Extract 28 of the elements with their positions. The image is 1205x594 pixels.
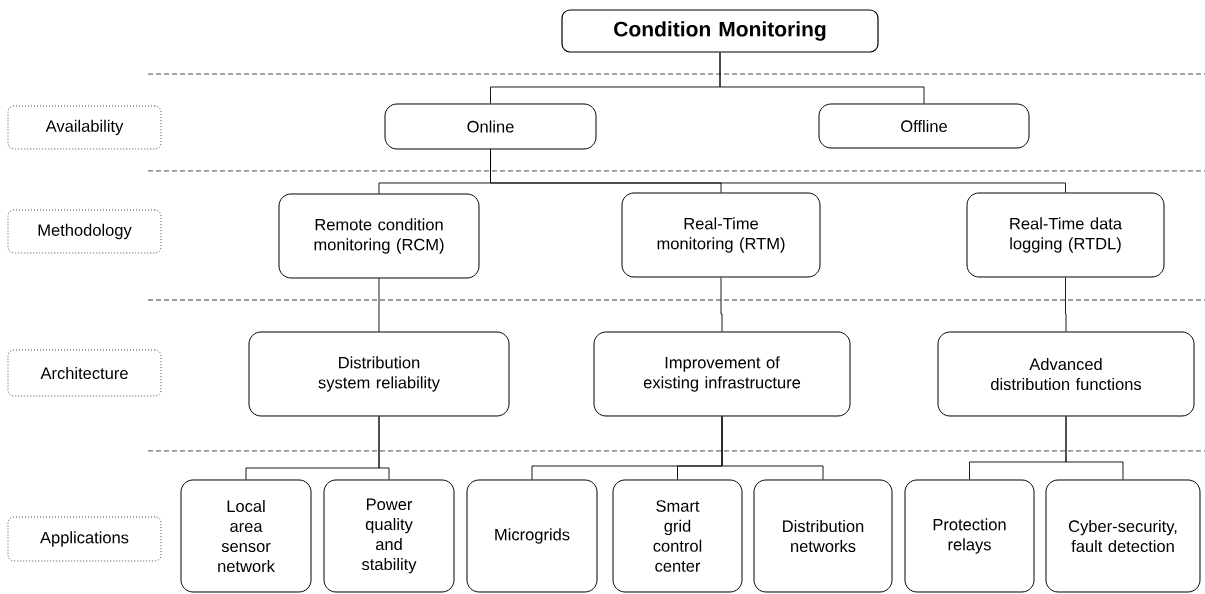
connector-line (1065, 277, 1067, 332)
connector-line (378, 278, 380, 332)
connector-line (719, 52, 925, 104)
category-box: Remote condition monitoring (RCM) (278, 193, 480, 279)
category-box: Real-Time monitoring (RTM) (621, 192, 821, 278)
category-box: Offline (818, 103, 1030, 149)
category-box: Improvement of existing infrastructure (593, 331, 851, 417)
category-box: Local area sensor network (180, 479, 312, 593)
connector-line (1065, 416, 1124, 480)
category-box: Cyber-security, fault detection (1045, 479, 1201, 593)
category-box: Distribution networks (753, 479, 893, 593)
category-box: Power quality and stability (323, 479, 455, 593)
connector-line (721, 416, 824, 480)
connector-line (490, 149, 1066, 193)
level-label-box: Applications (7, 516, 162, 562)
category-box: Real-Time data logging (RTDL) (966, 192, 1165, 278)
category-box: Online (384, 103, 597, 150)
category-box: Advanced distribution functions (937, 331, 1195, 417)
category-box: Microgrids (466, 479, 598, 593)
category-box: Smart grid control center (612, 479, 743, 593)
category-box: Distribution system reliability (248, 331, 510, 417)
title-box: Condition Monitoring (561, 9, 879, 53)
level-label-box: Availability (7, 105, 162, 150)
level-label-box: Methodology (7, 209, 162, 254)
connector-line (378, 416, 390, 480)
category-box: Protection relays (904, 479, 1035, 593)
connector-line (720, 277, 723, 332)
level-label-box: Architecture (7, 349, 162, 397)
